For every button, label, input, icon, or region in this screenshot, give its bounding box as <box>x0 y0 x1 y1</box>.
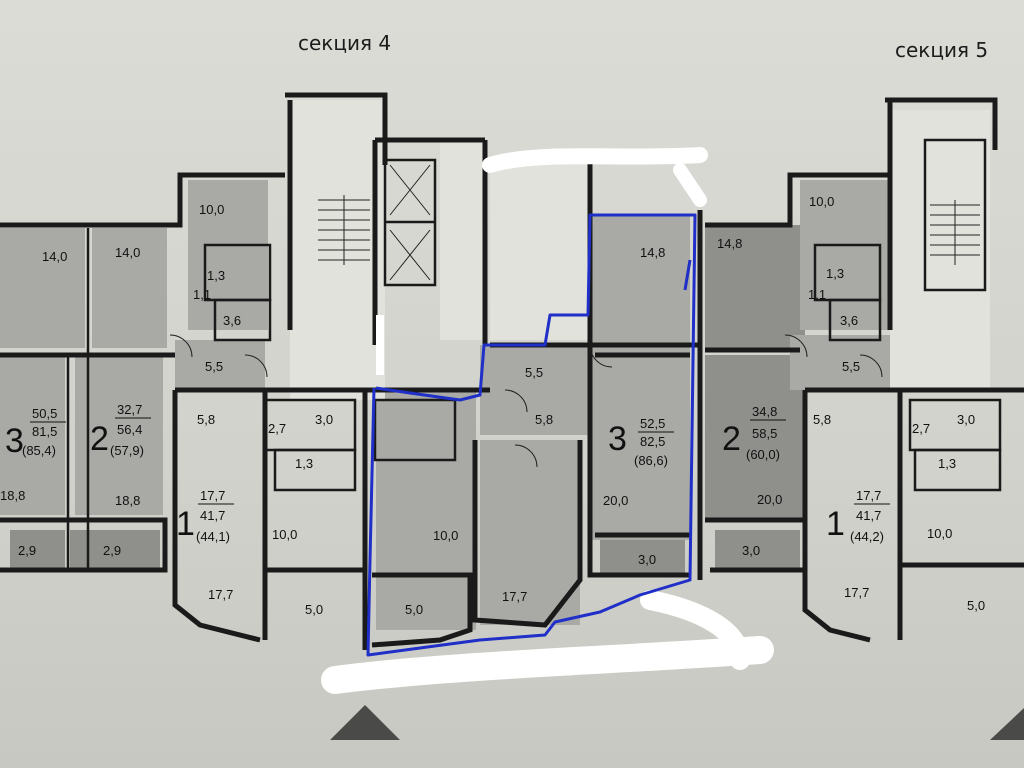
apartment-total-area: 41,7 <box>856 508 881 523</box>
entrance-marker-icon <box>330 705 400 740</box>
white-marker-strokes <box>321 147 774 694</box>
room-area: 5,8 <box>535 412 553 427</box>
room-area: 14,0 <box>115 245 140 260</box>
apartment-rooms: 3 <box>608 420 627 458</box>
apartment-rooms: 3 <box>5 422 24 460</box>
apartment-total-area: 58,5 <box>752 426 777 441</box>
room-area: 3,0 <box>957 412 975 427</box>
room-area: 3,6 <box>223 313 241 328</box>
section-5-label: секция 5 <box>895 38 988 62</box>
apartment-total-with-loggia: (44,2) <box>850 529 884 544</box>
apartment-living-area: 17,7 <box>856 488 881 503</box>
apartment-living-area: 32,7 <box>117 402 142 417</box>
room-area: 2,9 <box>103 543 121 558</box>
apartment-rooms: 1 <box>176 505 195 543</box>
room-area: 14,8 <box>640 245 665 260</box>
room-area: 5,0 <box>305 602 323 617</box>
room-area: 1,3 <box>826 266 844 281</box>
room-area: 5,5 <box>525 365 543 380</box>
apartment-total-with-loggia: (86,6) <box>634 453 668 468</box>
room-area: 14,0 <box>42 249 67 264</box>
room-area: 5,0 <box>405 602 423 617</box>
room-labels: 14,0 14,0 10,0 1,3 1,1 3,6 5,5 5,8 2,7 3… <box>0 194 985 617</box>
apartment-summary: 3 50,5 81,5 (85,4) 2 32,7 56,4 (57,9) 1 … <box>5 402 890 544</box>
room-area: 2,7 <box>268 421 286 436</box>
room-area: 17,7 <box>844 585 869 600</box>
apartment-rooms: 1 <box>826 505 845 543</box>
room-area: 5,5 <box>205 359 223 374</box>
apartment-total-with-loggia: (44,1) <box>196 529 230 544</box>
room-area: 20,0 <box>757 492 782 507</box>
apartment-rooms: 2 <box>722 420 741 458</box>
room-area: 1,1 <box>193 287 211 302</box>
entrance-marker-icon <box>990 708 1024 740</box>
apartment-total-area: 56,4 <box>117 422 142 437</box>
highlighted-apartment-outline <box>366 213 697 657</box>
room-area: 2,7 <box>912 421 930 436</box>
room-area: 1,1 <box>808 287 826 302</box>
room-area: 2,9 <box>18 543 36 558</box>
apartment-total-area: 81,5 <box>32 424 57 439</box>
room-area: 10,0 <box>272 527 297 542</box>
apartment-living-area: 52,5 <box>640 416 665 431</box>
room-area: 3,0 <box>742 543 760 558</box>
room-area: 5,0 <box>967 598 985 613</box>
apartment-total-with-loggia: (85,4) <box>22 443 56 458</box>
apartment-total-area: 41,7 <box>200 508 225 523</box>
room-area: 1,3 <box>295 456 313 471</box>
room-area: 10,0 <box>199 202 224 217</box>
apartment-living-area: 34,8 <box>752 404 777 419</box>
room-area: 5,8 <box>197 412 215 427</box>
apartment-total-with-loggia: (60,0) <box>746 447 780 462</box>
room-area: 5,8 <box>813 412 831 427</box>
apartment-total-with-loggia: (57,9) <box>110 443 144 458</box>
room-area: 20,0 <box>603 493 628 508</box>
room-area: 1,3 <box>938 456 956 471</box>
room-area: 17,7 <box>208 587 233 602</box>
room-area: 18,8 <box>115 493 140 508</box>
room-area: 3,0 <box>638 552 656 567</box>
apartment-rooms: 2 <box>90 420 109 458</box>
room-area: 1,3 <box>207 268 225 283</box>
room-area: 10,0 <box>433 528 458 543</box>
room-area: 10,0 <box>809 194 834 209</box>
room-area: 18,8 <box>0 488 25 503</box>
room-area: 5,5 <box>842 359 860 374</box>
room-area: 17,7 <box>502 589 527 604</box>
section-4-label: секция 4 <box>298 31 391 55</box>
highlight-tick <box>683 259 692 291</box>
shaded-rooms <box>0 180 900 630</box>
room-area: 3,6 <box>840 313 858 328</box>
apartment-total-area: 82,5 <box>640 434 665 449</box>
walls <box>0 92 1024 650</box>
room-area: 10,0 <box>927 526 952 541</box>
apartment-living-area: 17,7 <box>200 488 225 503</box>
room-area: 3,0 <box>315 412 333 427</box>
apartment-living-area: 50,5 <box>32 406 57 421</box>
room-area: 14,8 <box>717 236 742 251</box>
